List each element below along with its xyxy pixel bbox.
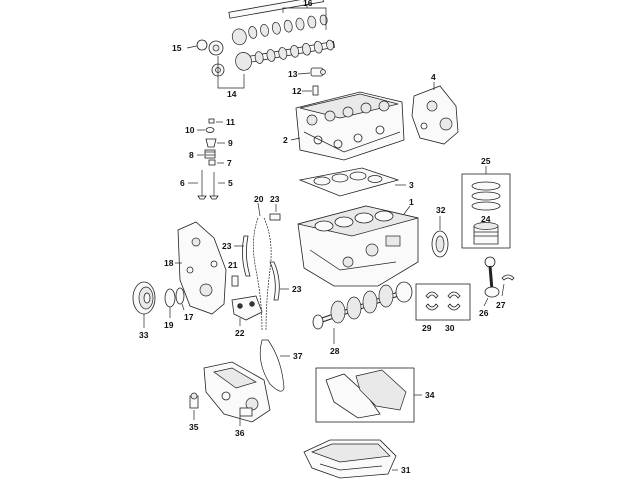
piston-icon <box>473 222 499 245</box>
cam-gear-icon <box>196 39 225 77</box>
baffle-icon <box>325 369 407 419</box>
callout-6: 6 <box>180 178 185 188</box>
connecting-rod-icon <box>484 256 500 298</box>
callout-34: 34 <box>425 390 435 400</box>
callout-23-right: 23 <box>292 284 302 294</box>
bolt-icon <box>312 85 319 96</box>
callout-26: 26 <box>479 308 489 318</box>
valve-keeper-icon <box>208 159 216 166</box>
drive-belt-icon <box>259 339 285 392</box>
callout-28: 28 <box>330 346 340 356</box>
camshaft-icon <box>228 0 336 71</box>
cylinder-head-icon <box>295 91 405 161</box>
callout-35: 36 <box>235 428 245 438</box>
callout-21: 21 <box>228 260 238 270</box>
bearing-box <box>415 283 471 321</box>
sensor-icon <box>310 67 326 77</box>
callout-16: 16 <box>303 0 313 8</box>
piston-rings-icon <box>471 181 501 211</box>
callout-19: 19 <box>164 320 174 330</box>
callout-15: 15 <box>172 43 182 53</box>
engine-block-icon <box>297 205 419 287</box>
crank-sprocket-icon <box>231 295 263 321</box>
valve-spring-icon <box>204 149 216 159</box>
callout-17: 17 <box>184 312 194 322</box>
front-cover-icon <box>177 221 227 315</box>
callout-37: 35 <box>189 422 199 432</box>
callout-9: 9 <box>228 138 233 148</box>
oil-pump-icon <box>203 361 271 423</box>
timing-cover-icon <box>411 85 459 145</box>
callout-8: 8 <box>189 150 194 160</box>
callout-20: 20 <box>254 194 264 204</box>
rod-bearing-icon <box>501 274 515 281</box>
valve-cap-icon <box>208 118 215 124</box>
main-bearing-icon <box>425 291 461 311</box>
callout-24: 24 <box>481 214 491 224</box>
pulley-icon <box>132 281 156 315</box>
callout-18: 18 <box>164 258 174 268</box>
rear-seal-icon <box>431 230 449 258</box>
valve-seal-icon <box>205 127 215 133</box>
callout-25: 25 <box>481 156 491 166</box>
callout-27: 27 <box>496 300 506 310</box>
callout-5: 5 <box>228 178 233 188</box>
callout-31: 32 <box>436 205 446 215</box>
valve-retainer-icon <box>205 138 217 148</box>
callout-36: 37 <box>293 351 303 361</box>
oil-sensor-icon <box>189 392 199 409</box>
callout-bracket-16 <box>282 7 327 30</box>
callout-11: 11 <box>226 117 235 127</box>
callout-2: 2 <box>283 135 288 145</box>
callout-4: 4 <box>431 72 436 82</box>
callout-23-top: 23 <box>270 194 280 204</box>
valve-icon <box>197 170 219 200</box>
callout-bracket-14 <box>217 56 245 89</box>
crankshaft-icon <box>312 281 413 330</box>
tensioner-bolt-icon <box>231 275 239 287</box>
callout-32: 33 <box>139 330 149 340</box>
callout-23-left: 23 <box>222 241 232 251</box>
callout-12: 12 <box>292 86 302 96</box>
head-gasket-icon <box>298 167 400 197</box>
callout-29: 29 <box>422 323 432 333</box>
oil-pan-icon <box>303 439 397 479</box>
callout-30: 30 <box>445 323 455 333</box>
chain-tensioner-icon <box>269 213 281 221</box>
front-seal-icon <box>164 287 185 308</box>
callout-3: 3 <box>409 180 414 190</box>
callout-33: 31 <box>401 465 411 475</box>
callout-10: 10 <box>185 125 195 135</box>
callout-13: 13 <box>288 69 298 79</box>
callout-1: 1 <box>409 197 414 207</box>
callout-22: 22 <box>235 328 245 338</box>
timing-chain-icon <box>253 217 272 331</box>
callout-14: 14 <box>227 89 237 99</box>
callout-7: 7 <box>227 158 232 168</box>
chain-guide-icon <box>242 235 280 301</box>
